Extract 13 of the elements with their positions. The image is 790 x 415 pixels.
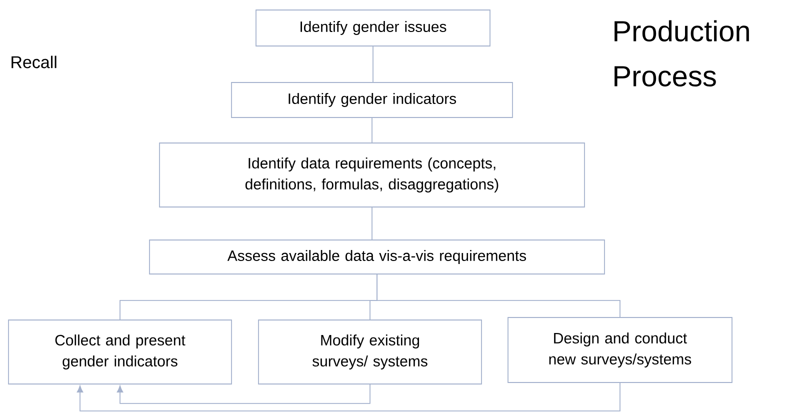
process-box: Modify existing surveys/ systems (258, 320, 482, 384)
process-box: Collect and present gender indicators (8, 320, 232, 384)
connector (76, 382, 620, 412)
title: Production Process (614, 20, 749, 86)
process-box: Identify gender indicators (231, 82, 513, 118)
process-box: Design and conduct new surveys/systems (508, 317, 732, 383)
connector (372, 46, 374, 82)
process-box: Identify data requirements (concepts, definitions, formulas, disaggregations) (159, 142, 585, 208)
connector (376, 274, 620, 318)
side-note: Recall (12, 56, 56, 68)
process-box: Assess available data vis-a-vis requirements (149, 240, 605, 274)
connector (116, 384, 370, 404)
process-box: Identify gender issues (256, 10, 490, 46)
